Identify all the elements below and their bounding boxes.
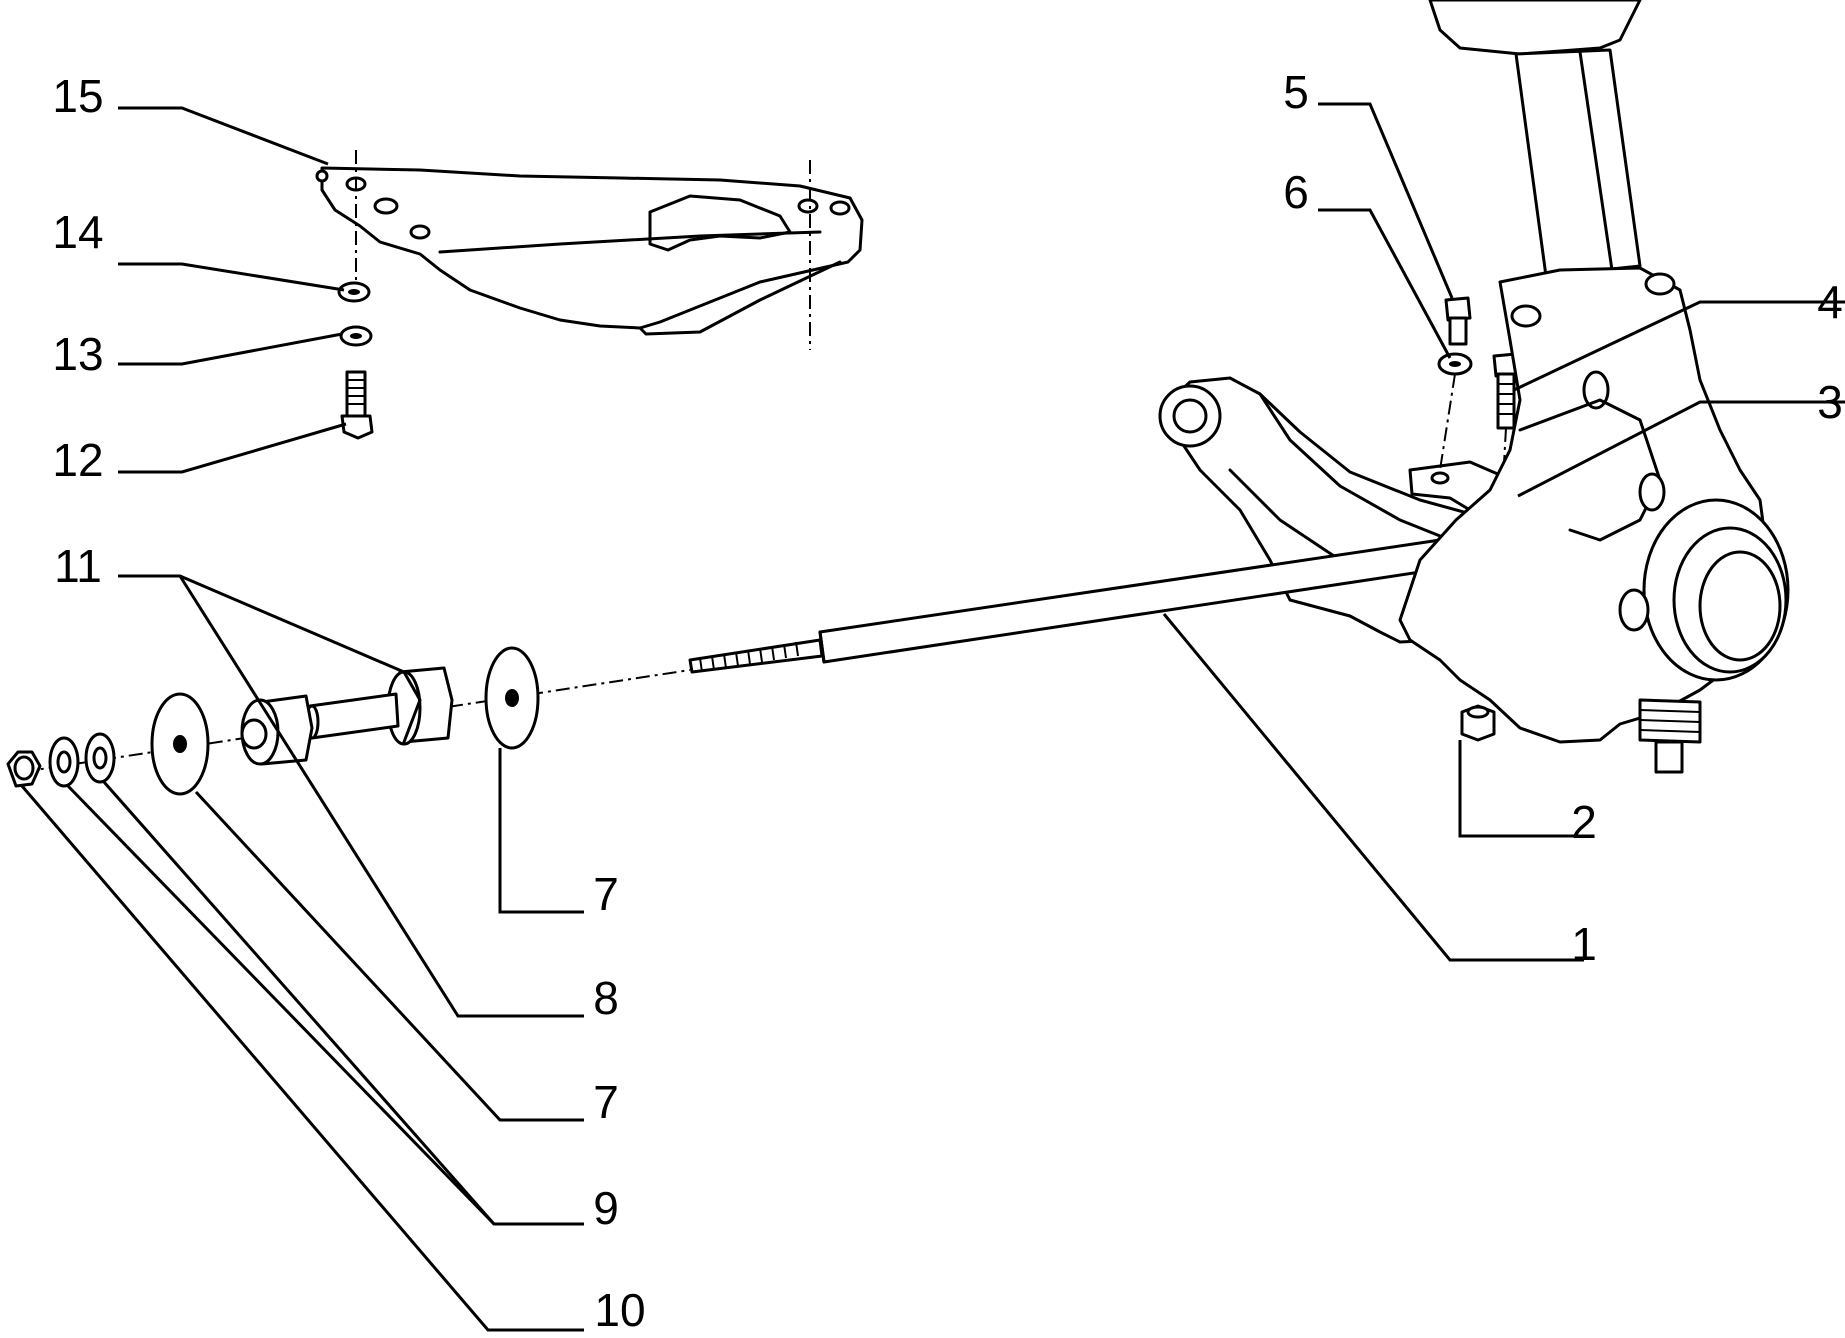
callout-5: 5 bbox=[1283, 66, 1309, 118]
callout-1: 1 bbox=[1571, 918, 1597, 970]
axis-5-6 bbox=[1439, 373, 1456, 471]
callout-8: 8 bbox=[593, 972, 619, 1024]
callout-7-lower: 7 bbox=[593, 1076, 619, 1128]
part-7-washer-left bbox=[150, 692, 210, 796]
part-7-washer-right bbox=[484, 646, 540, 750]
part-10-nut bbox=[6, 750, 42, 788]
callout-6: 6 bbox=[1283, 166, 1309, 218]
callout-7-upper: 7 bbox=[593, 868, 619, 920]
strut-tube bbox=[1428, 0, 1642, 278]
part-9-washers bbox=[48, 732, 116, 788]
part-13-washer bbox=[339, 325, 373, 347]
leader-lines bbox=[20, 102, 1845, 1332]
callout-2: 2 bbox=[1571, 796, 1597, 848]
part-8-sleeve bbox=[304, 692, 400, 740]
part-2-nut bbox=[1460, 704, 1496, 742]
part-12-bolt bbox=[340, 370, 374, 440]
part-15-bracket-plate bbox=[315, 166, 864, 336]
callout-3: 3 bbox=[1817, 376, 1843, 428]
callout-10: 10 bbox=[594, 1284, 646, 1336]
part-6-washer bbox=[1437, 352, 1473, 376]
callout-12: 12 bbox=[52, 434, 104, 486]
callout-4: 4 bbox=[1817, 276, 1843, 328]
part-14-washer bbox=[337, 281, 371, 303]
callout-9: 9 bbox=[593, 1182, 619, 1234]
callout-14: 14 bbox=[52, 206, 104, 258]
callout-11: 11 bbox=[54, 540, 102, 592]
part-5-bolt bbox=[1444, 296, 1472, 346]
callout-13: 13 bbox=[52, 328, 104, 380]
steering-knuckle bbox=[1398, 266, 1790, 774]
callout-15: 15 bbox=[52, 70, 104, 122]
